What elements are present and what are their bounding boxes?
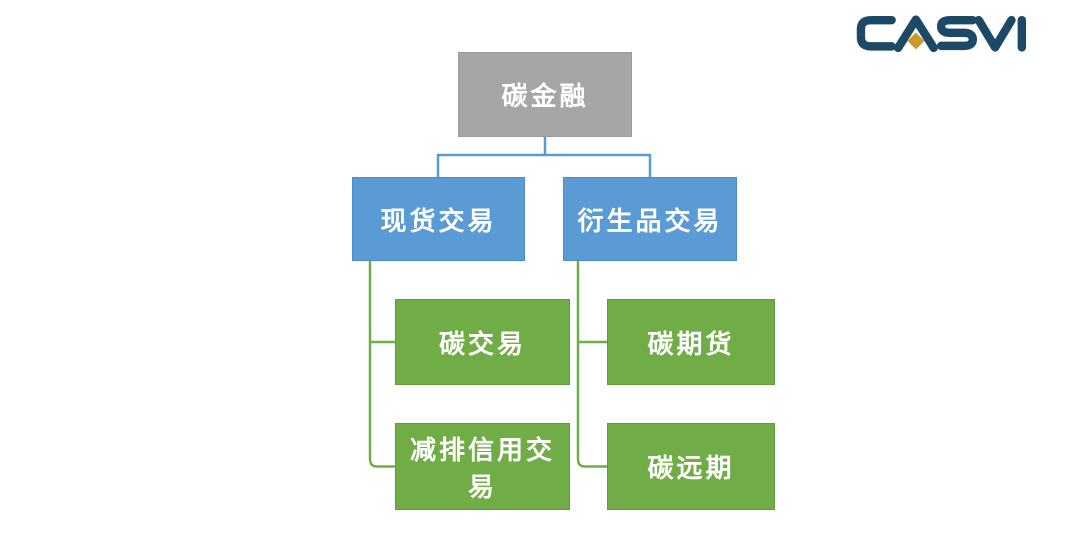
node-spot-trading: 现货交易 bbox=[352, 177, 525, 261]
root-connector-line bbox=[436, 137, 652, 177]
node-carbon-futures-label: 碳期货 bbox=[647, 329, 735, 360]
node-emission-credit-trading: 减排信用交易 bbox=[395, 423, 570, 510]
node-carbon-finance-label: 碳金融 bbox=[501, 82, 589, 112]
node-derivatives-trading: 衍生品交易 bbox=[563, 177, 737, 261]
casvi-logo: CASVI bbox=[856, 10, 1054, 60]
node-carbon-forward-label: 碳远期 bbox=[647, 454, 735, 484]
node-carbon-futures: 碳期货 bbox=[607, 299, 775, 385]
node-derivatives-trading-label: 衍生品交易 bbox=[577, 206, 723, 237]
node-spot-trading-label: 现货交易 bbox=[380, 206, 497, 237]
spot-branch-connector-line bbox=[368, 261, 395, 468]
derivatives-branch-connector-line bbox=[576, 261, 607, 468]
node-carbon-trading: 碳交易 bbox=[395, 299, 570, 385]
node-emission-credit-trading-label: 减排信用交易 bbox=[409, 435, 555, 503]
node-carbon-trading-label: 碳交易 bbox=[438, 329, 526, 360]
casvi-logo-icon bbox=[856, 15, 1027, 53]
node-carbon-forward: 碳远期 bbox=[607, 423, 775, 510]
node-carbon-finance: 碳金融 bbox=[458, 52, 632, 137]
